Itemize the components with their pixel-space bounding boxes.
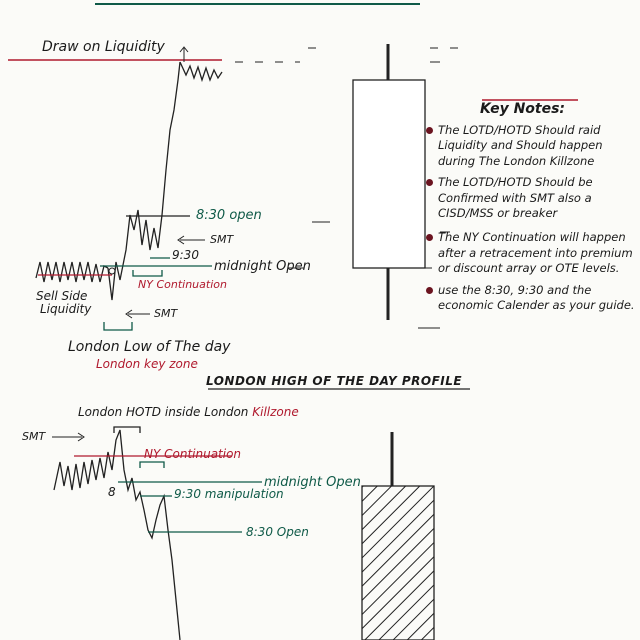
bullet-icon [426, 179, 433, 187]
sweep-circle [108, 267, 116, 275]
price-path-top [107, 61, 181, 301]
draw-on-liquidity-label: Draw on Liquidity [42, 39, 165, 55]
midnight-open-label-top: midnight Open [214, 259, 311, 274]
liquidity-arrow [179, 46, 189, 62]
daily-candle-body-bottom [361, 485, 435, 640]
sell-side-zigzag [35, 261, 109, 283]
eight-label: 8 [108, 485, 116, 499]
daily-candle-body-top [352, 79, 426, 269]
key-note-item: The LOTD/HOTD Should be Confirmed with S… [426, 175, 640, 222]
hotd-bracket [113, 426, 141, 433]
ny-continuation-label-top: NY Continuation [138, 278, 227, 291]
sell-side-label-2: Liquidity [40, 302, 92, 316]
london-low-label: London Low of The day [68, 339, 231, 355]
bullet-icon [426, 233, 433, 241]
bullet-icon [426, 286, 433, 294]
dash-line-top [235, 47, 470, 63]
midnight-open-label-bottom: midnight Open [264, 475, 361, 490]
key-note-item: use the 8:30, 9:30 and the economic Cale… [426, 283, 640, 314]
section-title: LONDON HIGH OF THE DAY PROFILE [206, 374, 463, 388]
ny-bracket-bottom [139, 461, 165, 468]
open-830-label-bottom: 8:30 Open [246, 525, 309, 539]
price-path-bottom [53, 429, 181, 640]
hotd-label: London HOTD inside London Killzone [78, 405, 299, 419]
london-key-zone-label: London key zone [96, 357, 198, 371]
ny-continuation-label-bottom: NY Continuation [144, 447, 242, 461]
time-930-label: 9:30 [172, 248, 199, 262]
smt-arrow-bottom-diagram [52, 432, 85, 442]
key-notes: Key Notes: The LOTD/HOTD Should raid Liq… [426, 100, 640, 320]
manipulation-label: 9:30 manipulation [174, 487, 284, 501]
top-zigzag [179, 61, 223, 83]
key-notes-heading: Key Notes: [480, 101, 566, 117]
key-note-item: The NY Continuation will happen after a … [426, 230, 640, 277]
bullet-icon [426, 126, 433, 134]
open-830-label: 8:30 open [196, 208, 262, 223]
smt-arrow-top [177, 235, 205, 245]
smt-arrow-bottom [125, 309, 150, 319]
smt-label-bottom-diagram: SMT [22, 430, 46, 443]
smt-label-top: SMT [210, 233, 234, 246]
dashes-right-top [418, 61, 450, 329]
key-note-item: The LOTD/HOTD Should raid Liquidity and … [426, 123, 640, 170]
sell-side-label-1: Sell Side [36, 289, 88, 303]
london-key-zone-bracket [103, 322, 133, 331]
ny-continuation-bracket [132, 270, 163, 277]
smt-label-bottom: SMT [154, 307, 178, 320]
